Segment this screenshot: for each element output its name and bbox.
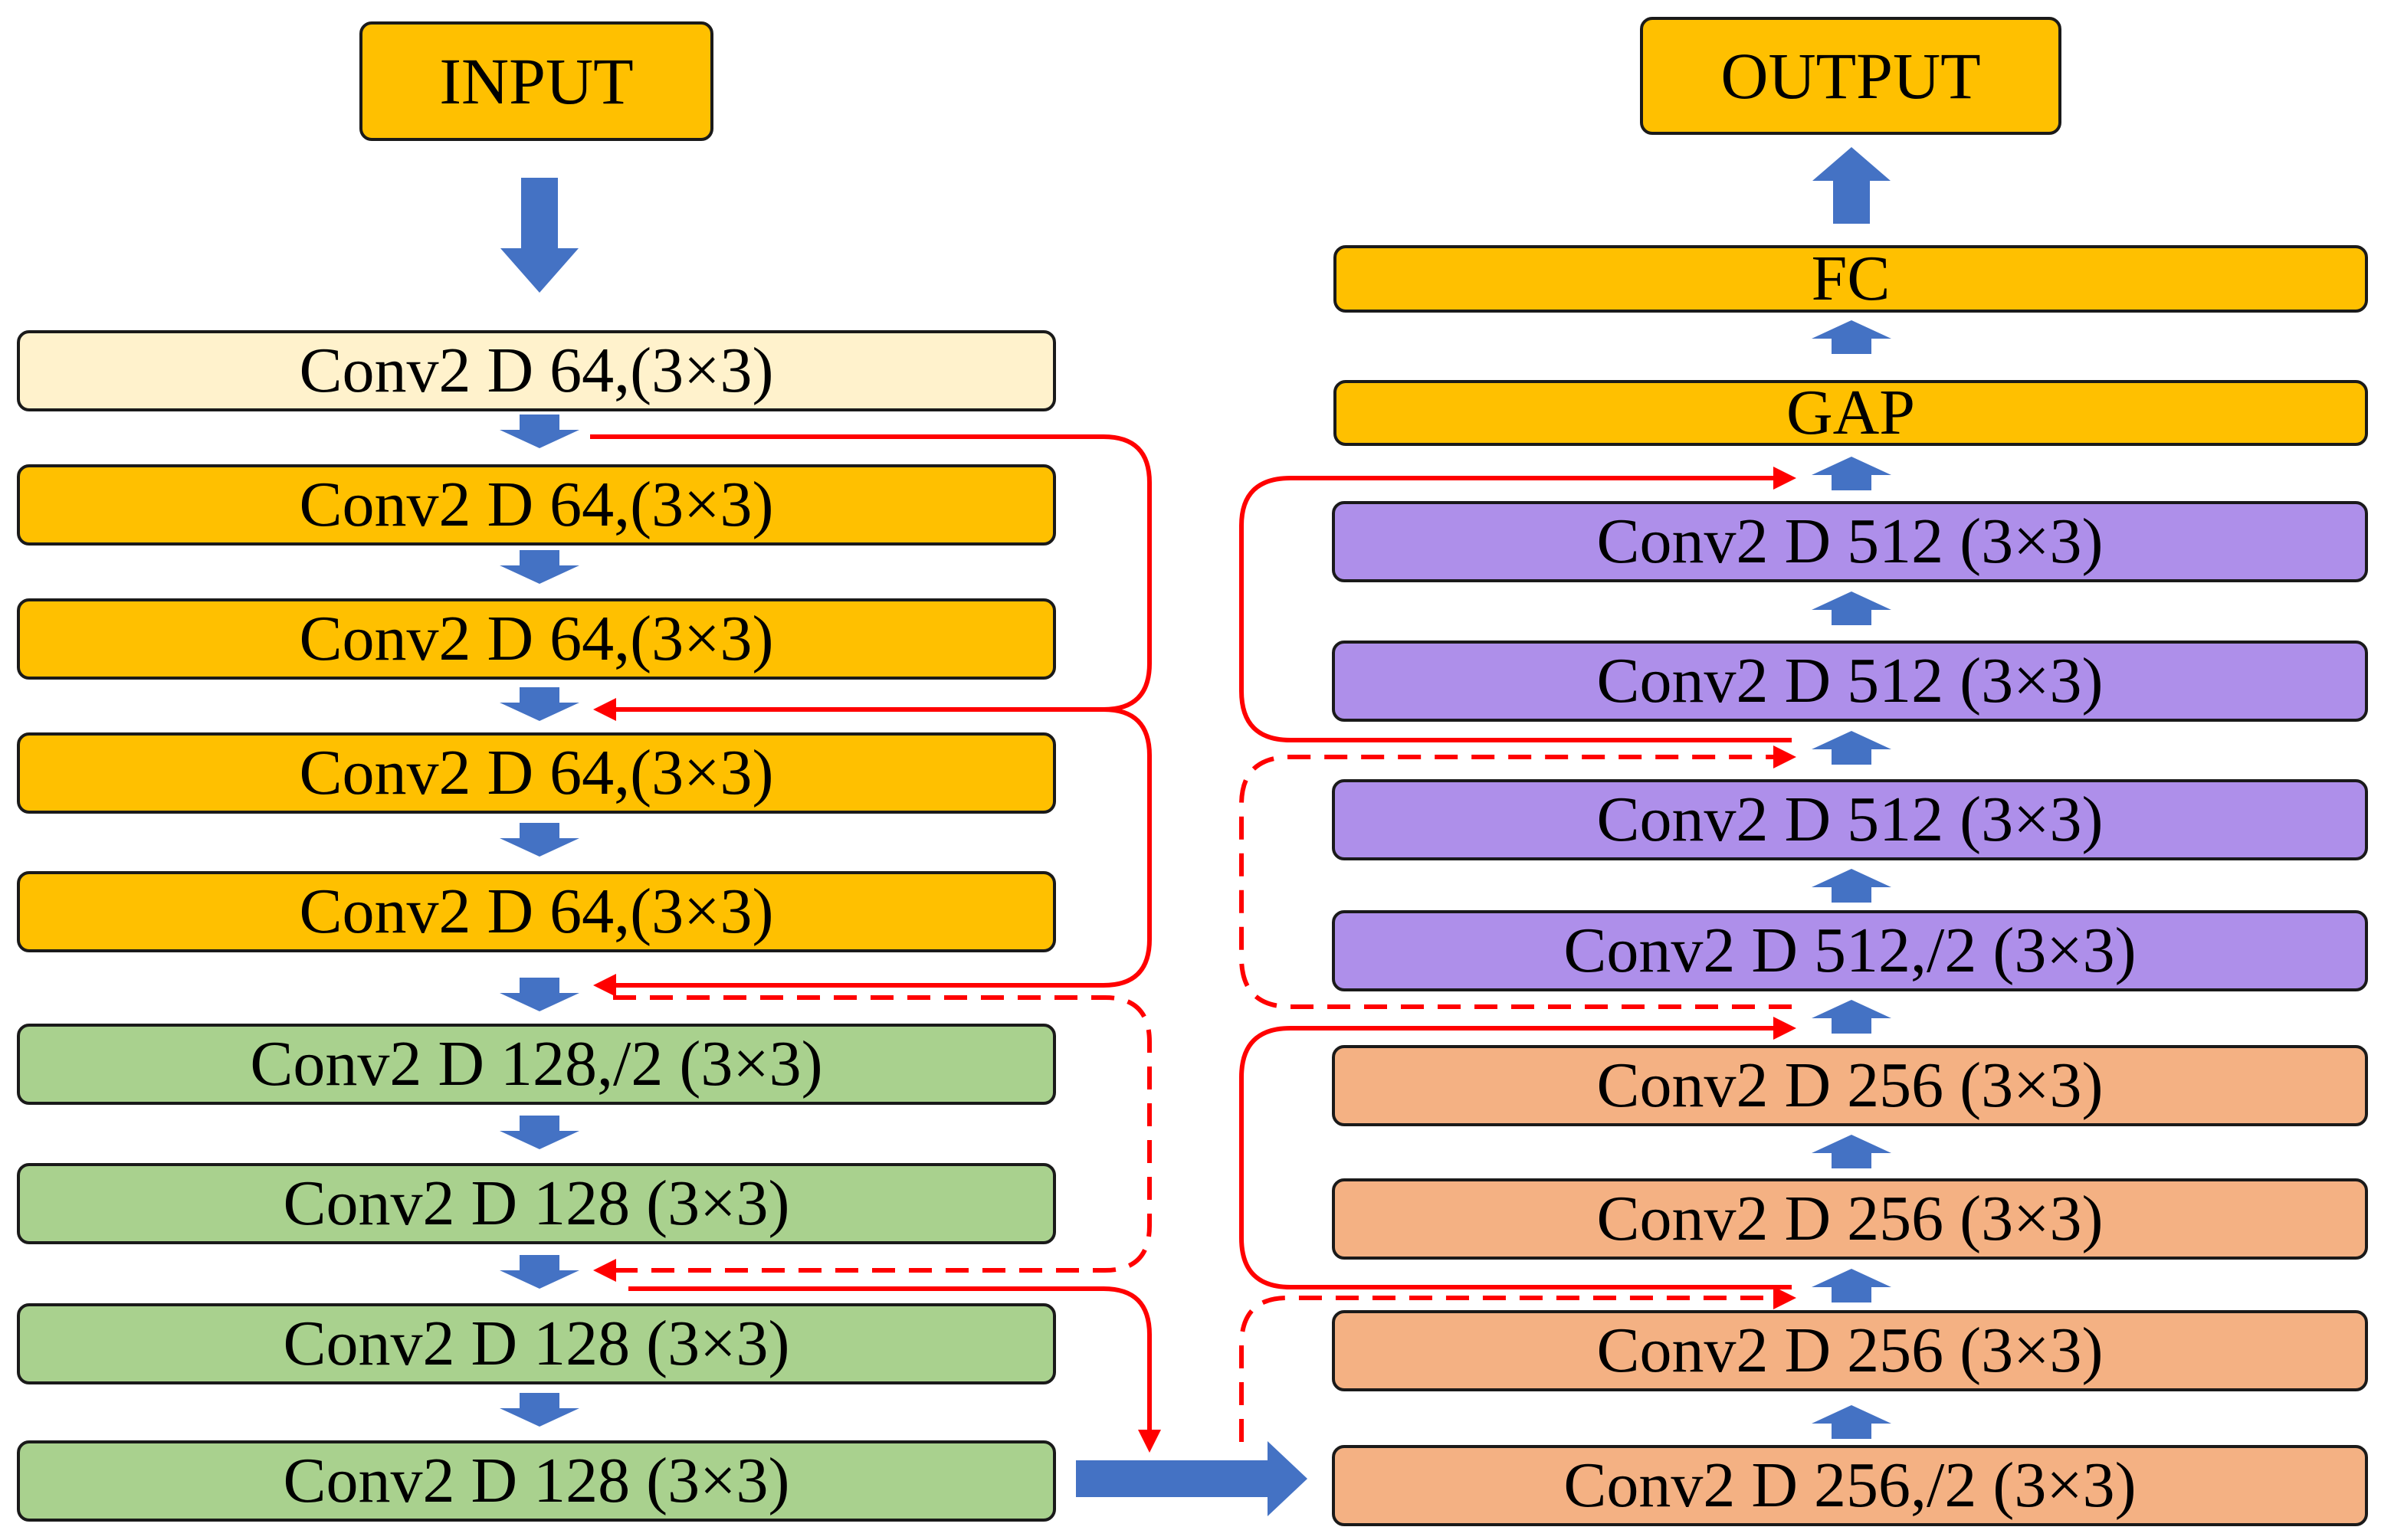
left-layer-2: Conv2 D 64,(3×3) bbox=[17, 464, 1056, 546]
left-layer-1: Conv2 D 64,(3×3) bbox=[17, 330, 1056, 411]
layer-label: Conv2 D 128,/2 (3×3) bbox=[250, 1028, 823, 1099]
skip-connection-4 bbox=[628, 1286, 1161, 1453]
l-arrow-5-icon bbox=[500, 978, 579, 1011]
r-arrow-6-icon bbox=[1812, 731, 1891, 765]
input-down-arrow-icon bbox=[500, 178, 579, 293]
right-layer-6: Conv2 D 512 (3×3) bbox=[1332, 779, 2368, 860]
gap-box: GAP bbox=[1333, 380, 2368, 446]
layer-label: Conv2 D 128 (3×3) bbox=[283, 1445, 790, 1516]
layer-label: Conv2 D 64,(3×3) bbox=[299, 737, 774, 808]
left-layer-5: Conv2 D 64,(3×3) bbox=[17, 871, 1056, 952]
layer-label: Conv2 D 512 (3×3) bbox=[1596, 645, 2104, 716]
left-layer-8: Conv2 D 128 (3×3) bbox=[17, 1303, 1056, 1384]
layer-label: Conv2 D 64,(3×3) bbox=[299, 469, 774, 540]
output-up-arrow-icon bbox=[1812, 147, 1891, 224]
layer-label: Conv2 D 64,(3×3) bbox=[299, 603, 774, 674]
right-layer-3: Conv2 D 256 (3×3) bbox=[1332, 1178, 2368, 1260]
right-layer-1: Conv2 D 256,/2 (3×3) bbox=[1332, 1445, 2368, 1526]
layer-label: Conv2 D 64,(3×3) bbox=[299, 876, 774, 947]
layer-label: Conv2 D 256,/2 (3×3) bbox=[1563, 1450, 2137, 1521]
bridge-arrow-icon bbox=[1076, 1441, 1307, 1516]
l-arrow-8-icon bbox=[500, 1393, 579, 1427]
r-arrow-2-icon bbox=[1812, 1269, 1891, 1302]
layer-label: Conv2 D 512,/2 (3×3) bbox=[1563, 915, 2137, 986]
layer-label: Conv2 D 512 (3×3) bbox=[1596, 784, 2104, 855]
left-layer-7: Conv2 D 128 (3×3) bbox=[17, 1163, 1056, 1244]
left-layer-6: Conv2 D 128,/2 (3×3) bbox=[17, 1024, 1056, 1105]
fc-label: FC bbox=[1811, 243, 1891, 314]
right-layer-2: Conv2 D 256 (3×3) bbox=[1332, 1310, 2368, 1391]
skip-connection-8 bbox=[1239, 467, 1796, 742]
right-layer-7: Conv2 D 512 (3×3) bbox=[1332, 641, 2368, 722]
left-layer-3: Conv2 D 64,(3×3) bbox=[17, 598, 1056, 680]
l-arrow-1-icon bbox=[500, 414, 579, 448]
l-arrow-4-icon bbox=[500, 823, 579, 857]
fc-box: FC bbox=[1333, 245, 2368, 313]
skip-connection-7 bbox=[1239, 745, 1796, 1009]
l-arrow-6-icon bbox=[500, 1116, 579, 1149]
r-arrow-1-icon bbox=[1812, 1405, 1891, 1439]
r-arrow-3-icon bbox=[1812, 1135, 1891, 1168]
right-layer-4: Conv2 D 256 (3×3) bbox=[1332, 1045, 2368, 1126]
layer-label: Conv2 D 64,(3×3) bbox=[299, 335, 774, 406]
right-layer-8: Conv2 D 512 (3×3) bbox=[1332, 501, 2368, 582]
layer-label: Conv2 D 512 (3×3) bbox=[1596, 506, 2104, 577]
layer-label: Conv2 D 256 (3×3) bbox=[1596, 1183, 2104, 1254]
r-arrow-7-icon bbox=[1812, 591, 1891, 625]
output-box: OUTPUT bbox=[1640, 17, 2061, 135]
l-arrow-2-icon bbox=[500, 550, 579, 584]
l-arrow-3-icon bbox=[500, 687, 579, 721]
left-layer-4: Conv2 D 64,(3×3) bbox=[17, 732, 1056, 814]
skip-connection-2 bbox=[593, 707, 1152, 997]
layer-label: Conv2 D 256 (3×3) bbox=[1596, 1050, 2104, 1121]
output-label: OUTPUT bbox=[1720, 39, 1981, 113]
layer-label: Conv2 D 128 (3×3) bbox=[283, 1308, 790, 1379]
skip-connection-1 bbox=[590, 434, 1152, 721]
input-label: INPUT bbox=[439, 44, 634, 118]
gap-label: GAP bbox=[1786, 377, 1916, 448]
r-arrow-9-icon bbox=[1812, 320, 1891, 354]
layer-label: Conv2 D 256 (3×3) bbox=[1596, 1315, 2104, 1386]
skip-connection-6 bbox=[1239, 1017, 1796, 1289]
skip-connection-5 bbox=[1239, 1286, 1796, 1442]
l-arrow-7-icon bbox=[500, 1255, 579, 1289]
r-arrow-8-icon bbox=[1812, 457, 1891, 490]
input-box: INPUT bbox=[359, 21, 713, 141]
layer-label: Conv2 D 128 (3×3) bbox=[283, 1168, 790, 1239]
r-arrow-5-icon bbox=[1812, 869, 1891, 903]
right-layer-5: Conv2 D 512,/2 (3×3) bbox=[1332, 910, 2368, 991]
left-layer-9: Conv2 D 128 (3×3) bbox=[17, 1440, 1056, 1522]
r-arrow-4-icon bbox=[1812, 1000, 1891, 1034]
